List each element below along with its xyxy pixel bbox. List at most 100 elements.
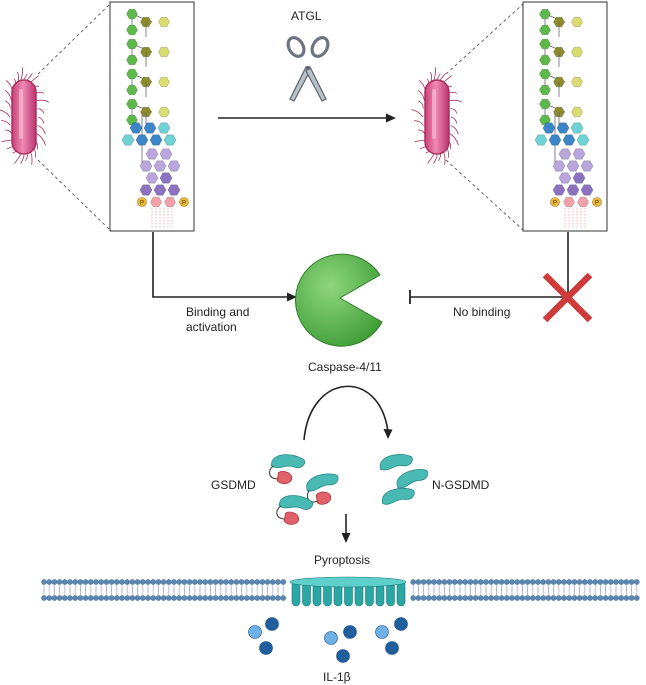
sugar-hexagon [571,106,583,118]
lipid-head [509,579,515,585]
lipid-head [550,595,557,601]
pilus [417,90,425,101]
bacterium-left-icon [0,66,50,165]
sugar-hexagon [126,54,138,66]
sugar-hexagon [167,160,181,172]
pilus [427,153,435,164]
lipid-head [238,595,245,601]
lipid-head [176,579,182,585]
lipid-head [114,595,120,601]
lipid-head [571,579,578,585]
sugar-hexagon [571,16,583,28]
lipid-head [431,579,437,585]
lipid-head [514,579,521,585]
sugar-hexagon [576,134,590,146]
c-terminal-domain [315,491,332,505]
phosphate-group [550,197,560,207]
lipid-head [41,595,47,601]
lipid-head [82,595,89,601]
lipid-head [462,595,469,601]
pilus [417,129,425,134]
pilus [37,125,46,135]
lipid-head [431,595,437,601]
il1b-sphere [324,631,338,645]
pilus [449,99,463,103]
sugar-hexagon [534,134,548,146]
sugar-hexagon [552,160,566,172]
pyroptosis-label: Pyroptosis [314,553,371,567]
lipid-head [114,579,120,585]
lipid-head [93,595,99,601]
pilus [20,154,25,164]
bacterium-body [11,79,37,155]
lipid-head [155,579,162,585]
pilus [37,108,45,114]
sugar-hexagon [571,46,583,58]
n-gsdmd-molecule [381,487,415,505]
lipid-head [477,579,484,585]
sugar-hexagon [149,134,163,146]
lipid-head [571,595,578,601]
lipid-head [191,579,198,585]
sugar-hexagon [126,98,138,110]
sugar-hexagon [580,184,594,196]
sugar-hexagon [539,24,551,36]
caspase-label: Caspase-4/11 [308,360,382,374]
lipid-head [514,595,521,601]
sugar-hexagon [539,54,551,66]
n-terminal-domain [306,473,339,492]
lipid-head [264,595,271,601]
lipid-head [275,595,281,601]
lipid-head [618,595,625,601]
il1b-sphere [259,641,273,655]
pilus [5,100,11,109]
pilus [4,90,12,101]
n-terminal-domain [278,495,314,510]
pilus [418,100,424,109]
sugar-hexagon [566,160,580,172]
il1b-sphere [385,641,399,655]
lipid-head [119,579,125,585]
il1b-sphere [375,625,389,639]
lipid-head [467,579,474,585]
no-binding-line [409,232,569,304]
pilus [438,153,441,162]
lipid-head [634,579,640,585]
lipid-head [566,579,573,585]
lipid-head [202,595,208,601]
lipid-head [134,579,141,585]
pilus [450,116,458,124]
lipid-head [576,579,583,585]
lipid-head [436,595,443,601]
lipid-head [556,579,562,585]
lipid-head [72,595,78,601]
sugar-hexagon [121,134,135,146]
lipid-head [535,579,541,585]
sugar-hexagon [167,184,181,196]
lipid-head [51,595,58,601]
lipid-head [509,595,515,601]
il1b-sphere [336,649,350,663]
cell-membrane [41,579,640,601]
lipid-head [582,595,588,601]
lipid-head [540,579,547,585]
lipid-head [155,595,162,601]
lipid-head [186,595,193,601]
lipid-head [602,579,609,585]
lipid-head [462,579,469,585]
lipid-head [62,579,68,585]
pilus [450,108,458,114]
lipid-head [51,579,58,585]
lipid-head [280,595,287,601]
lipid-head [264,579,271,585]
sugar-hexagon [135,134,149,146]
lipid-head [613,579,619,585]
zoom-lines-left [37,3,111,231]
lipid-head [561,595,567,601]
lipid-head [420,595,427,601]
membrane-pore-icon [289,576,407,607]
lipid-head [493,579,500,585]
phosphate-group [179,197,189,207]
lipid-head [467,595,474,601]
lipid-head [67,595,73,601]
